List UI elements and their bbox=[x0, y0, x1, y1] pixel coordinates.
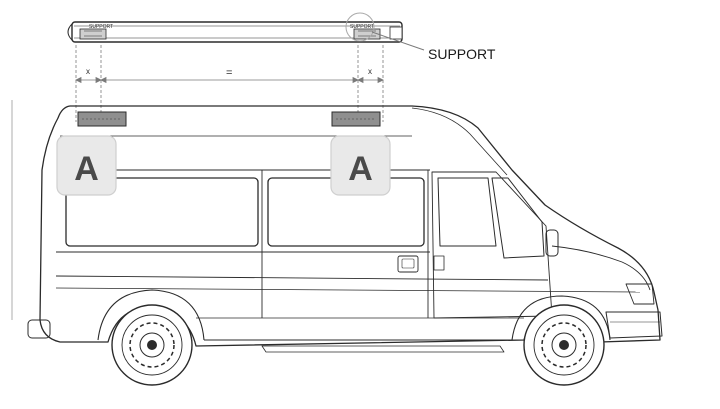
support-callout-label: SUPPORT bbox=[428, 46, 496, 62]
dimension-lines bbox=[75, 45, 384, 122]
roof-bracket-left bbox=[77, 111, 127, 127]
headlight bbox=[625, 283, 655, 305]
rear-bumper bbox=[27, 319, 51, 339]
dimension-equal-middle: = bbox=[226, 67, 232, 79]
rear-window-left bbox=[65, 177, 259, 247]
dimension-x-right: x bbox=[368, 67, 372, 76]
side-mirror bbox=[545, 229, 559, 257]
door-handle bbox=[397, 255, 419, 273]
rail-support-label-right: SUPPORT bbox=[350, 24, 374, 30]
windshield bbox=[491, 177, 545, 259]
awning-rail bbox=[67, 21, 403, 43]
cab-window bbox=[437, 177, 497, 247]
support-highlight-circle bbox=[345, 12, 375, 42]
support-leader-line bbox=[371, 31, 425, 51]
front-wheel bbox=[523, 304, 605, 386]
marker-a-left-label: A bbox=[74, 150, 99, 188]
marker-a-right-label: A bbox=[348, 150, 373, 188]
rear-wheel bbox=[111, 304, 193, 386]
roof-bracket-right bbox=[331, 111, 381, 127]
marker-a-right: A bbox=[330, 135, 391, 196]
dimension-x-left: x bbox=[86, 67, 90, 76]
rail-support-bracket-left: SUPPORT bbox=[79, 24, 113, 40]
rail-support-label-left: SUPPORT bbox=[89, 24, 113, 30]
front-bumper bbox=[605, 311, 663, 339]
marker-a-left: A bbox=[56, 135, 117, 196]
